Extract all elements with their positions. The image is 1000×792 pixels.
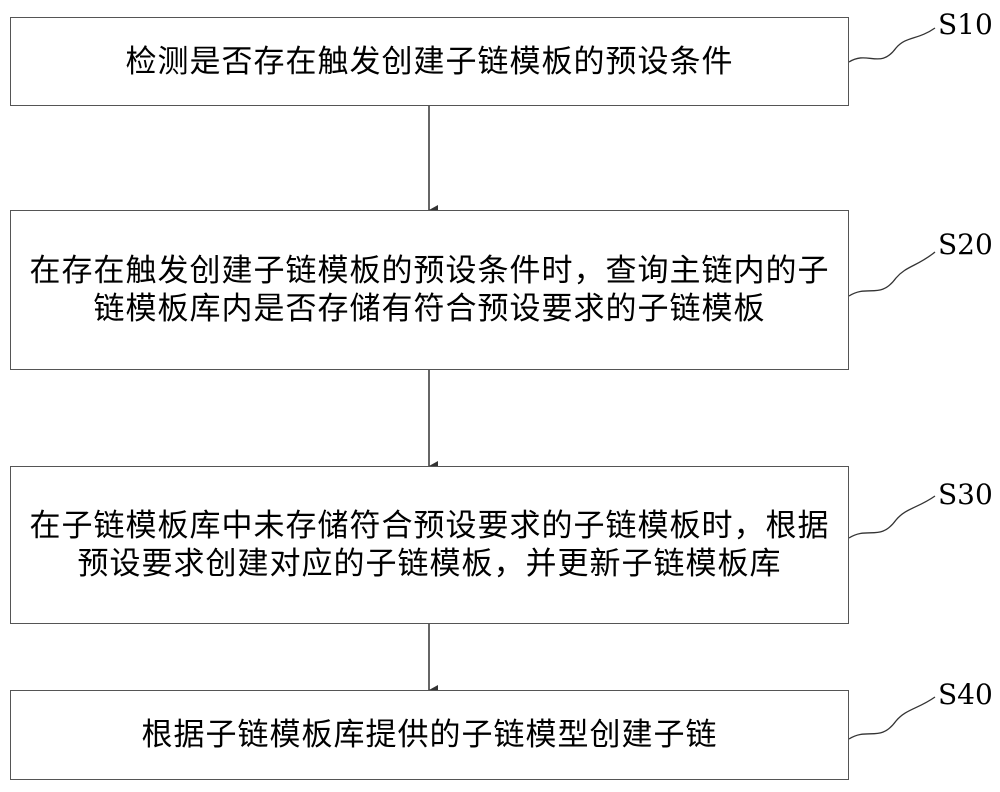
leader-line-s20 [848,251,936,297]
leader-line-s30 [848,495,936,539]
step-box-s20: 在存在触发创建子链模板的预设条件时，查询主链内的子链模板库内是否存储有符合预设要… [10,210,849,370]
leader-line-s10 [848,27,936,63]
step-label-s30: S30 [938,478,993,511]
step-box-s10: 检测是否存在触发创建子链模板的预设条件 [10,17,849,106]
step-text-s30: 在子链模板库中未存储符合预设要求的子链模板时，根据预设要求创建对应的子链模板，并… [29,508,830,582]
step-box-s40: 根据子链模板库提供的子链模型创建子链 [10,690,849,780]
step-text-s40: 根据子链模板库提供的子链模型创建子链 [141,717,718,753]
step-label-s10: S10 [938,8,993,41]
step-text-s20: 在存在触发创建子链模板的预设条件时，查询主链内的子链模板库内是否存储有符合预设要… [29,253,830,327]
step-label-s20: S20 [938,228,993,261]
leader-line-s40 [848,696,936,740]
step-label-s40: S40 [938,678,993,711]
step-box-s30: 在子链模板库中未存储符合预设要求的子链模板时，根据预设要求创建对应的子链模板，并… [10,466,849,624]
step-text-s10: 检测是否存在触发创建子链模板的预设条件 [125,43,734,80]
